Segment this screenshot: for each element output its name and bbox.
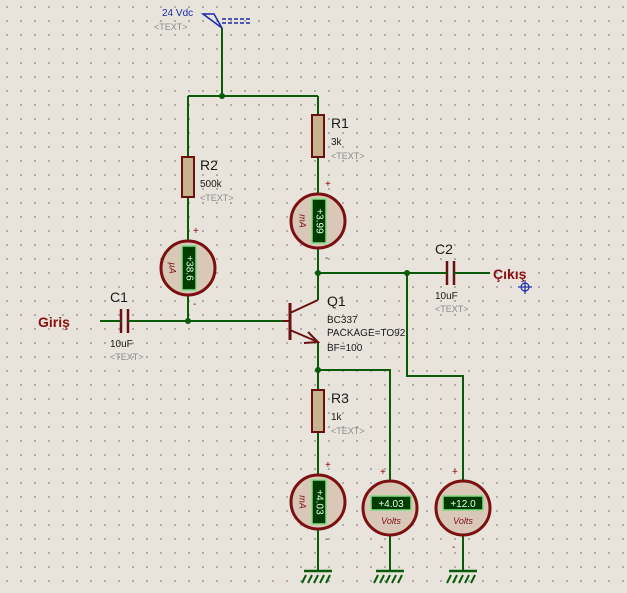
meter-minus: - xyxy=(325,534,328,545)
q1-ref: Q1 xyxy=(327,293,346,309)
ground-symbol-2 xyxy=(373,569,404,584)
ammeter-base-current[interactable]: +38.6 µA + - xyxy=(159,226,217,310)
meter-plus: + xyxy=(193,226,199,237)
power-terminal[interactable]: 24 Vdc <TEXT> xyxy=(154,8,250,32)
junctions xyxy=(185,93,410,373)
voltmeter-collector[interactable]: +12.0 Volts + - xyxy=(434,467,492,553)
meter-lcd xyxy=(311,198,327,244)
ground-hatch-icon xyxy=(373,574,403,584)
r1-body xyxy=(311,114,325,158)
ground-symbol-1 xyxy=(301,569,332,584)
ammeter-emitter-current[interactable]: +4.03 mA + - xyxy=(289,460,347,545)
ground-symbol-3 xyxy=(446,569,477,584)
meter-reading: +38.6 xyxy=(183,255,194,281)
c2-ref: C2 xyxy=(435,241,453,257)
c2-text-placeholder: <TEXT> xyxy=(435,304,469,314)
meter-plus: + xyxy=(452,467,458,478)
meter-plus: + xyxy=(380,467,386,478)
resistor-r3[interactable]: R3 1k <TEXT> xyxy=(311,389,365,436)
c1-value: 10uF xyxy=(110,339,133,350)
transistor-q1[interactable]: Q1 BC337 PACKAGE=TO92 BF=100 xyxy=(283,293,406,354)
r1-value: 3k xyxy=(331,137,343,148)
meter-minus: - xyxy=(193,299,196,310)
r2-text-placeholder: <TEXT> xyxy=(200,193,234,203)
resistor-r2[interactable]: R2 500k <TEXT> xyxy=(181,156,234,203)
c2-value: 10uF xyxy=(435,291,458,302)
q1-emitter-lead xyxy=(289,329,319,343)
q1-model: BC337 xyxy=(327,315,358,326)
meter-lcd xyxy=(370,495,412,511)
power-arrow-icon xyxy=(200,13,223,29)
r1-ref: R1 xyxy=(331,115,349,131)
q1-package: PACKAGE=TO92 xyxy=(327,328,406,339)
meter-lcd xyxy=(442,495,484,511)
meter-unit: mA xyxy=(298,495,308,509)
meter-unit: Volts xyxy=(453,516,473,526)
q1-collector-lead xyxy=(289,299,319,314)
meter-unit: Volts xyxy=(381,516,401,526)
meter-unit: µA xyxy=(168,262,178,273)
r3-body xyxy=(311,389,325,433)
ammeter-collector-current[interactable]: +3.99 mA + - xyxy=(289,179,347,264)
capacitor-c1[interactable]: C1 10uF <TEXT> xyxy=(110,289,144,362)
c1-ref: C1 xyxy=(110,289,128,305)
meter-lcd xyxy=(311,479,327,525)
input-terminal-label[interactable]: Giriş xyxy=(38,314,70,330)
r2-body xyxy=(181,156,195,198)
junction-collector xyxy=(315,270,321,276)
resistor-r1[interactable]: R1 3k <TEXT> xyxy=(311,114,365,161)
r3-value: 1k xyxy=(331,412,343,423)
capacitor-c2[interactable]: C2 10uF <TEXT> xyxy=(435,241,469,314)
junction-supply xyxy=(219,93,225,99)
r2-ref: R2 xyxy=(200,157,218,173)
output-terminal-label[interactable]: Çıkış xyxy=(493,266,527,282)
r3-text-placeholder: <TEXT> xyxy=(331,426,365,436)
junction-c2 xyxy=(404,270,410,276)
c1-text-placeholder: <TEXT> xyxy=(110,352,144,362)
meter-reading: +3.99 xyxy=(313,208,324,234)
q1-emitter-arrow-icon xyxy=(303,331,321,344)
meter-plus: + xyxy=(325,460,331,471)
wire-emitter-voltmeter xyxy=(318,369,391,485)
meter-reading: +4.03 xyxy=(378,499,404,510)
meter-unit: mA xyxy=(298,214,308,228)
junction-base xyxy=(185,318,191,324)
power-label: 24 Vdc xyxy=(162,8,193,19)
wire-collector-voltmeter xyxy=(406,273,464,485)
power-text-placeholder: <TEXT> xyxy=(154,22,188,32)
meter-minus: - xyxy=(380,542,383,553)
meter-reading: +4.03 xyxy=(313,489,324,515)
meter-minus: - xyxy=(452,542,455,553)
r3-ref: R3 xyxy=(331,390,349,406)
meter-plus: + xyxy=(325,179,331,190)
r2-value: 500k xyxy=(200,179,223,190)
ground-hatch-icon xyxy=(301,574,331,584)
meter-reading: +12.0 xyxy=(450,499,476,510)
r1-text-placeholder: <TEXT> xyxy=(331,151,365,161)
meter-minus: - xyxy=(325,253,328,264)
wires xyxy=(100,28,490,570)
q1-bf: BF=100 xyxy=(327,343,363,354)
voltmeter-emitter[interactable]: +4.03 Volts + - xyxy=(361,467,419,553)
meter-lcd xyxy=(181,245,197,291)
junction-emitter xyxy=(315,367,321,373)
output-crosshair-icon[interactable] xyxy=(518,280,532,294)
ground-hatch-icon xyxy=(446,574,476,584)
